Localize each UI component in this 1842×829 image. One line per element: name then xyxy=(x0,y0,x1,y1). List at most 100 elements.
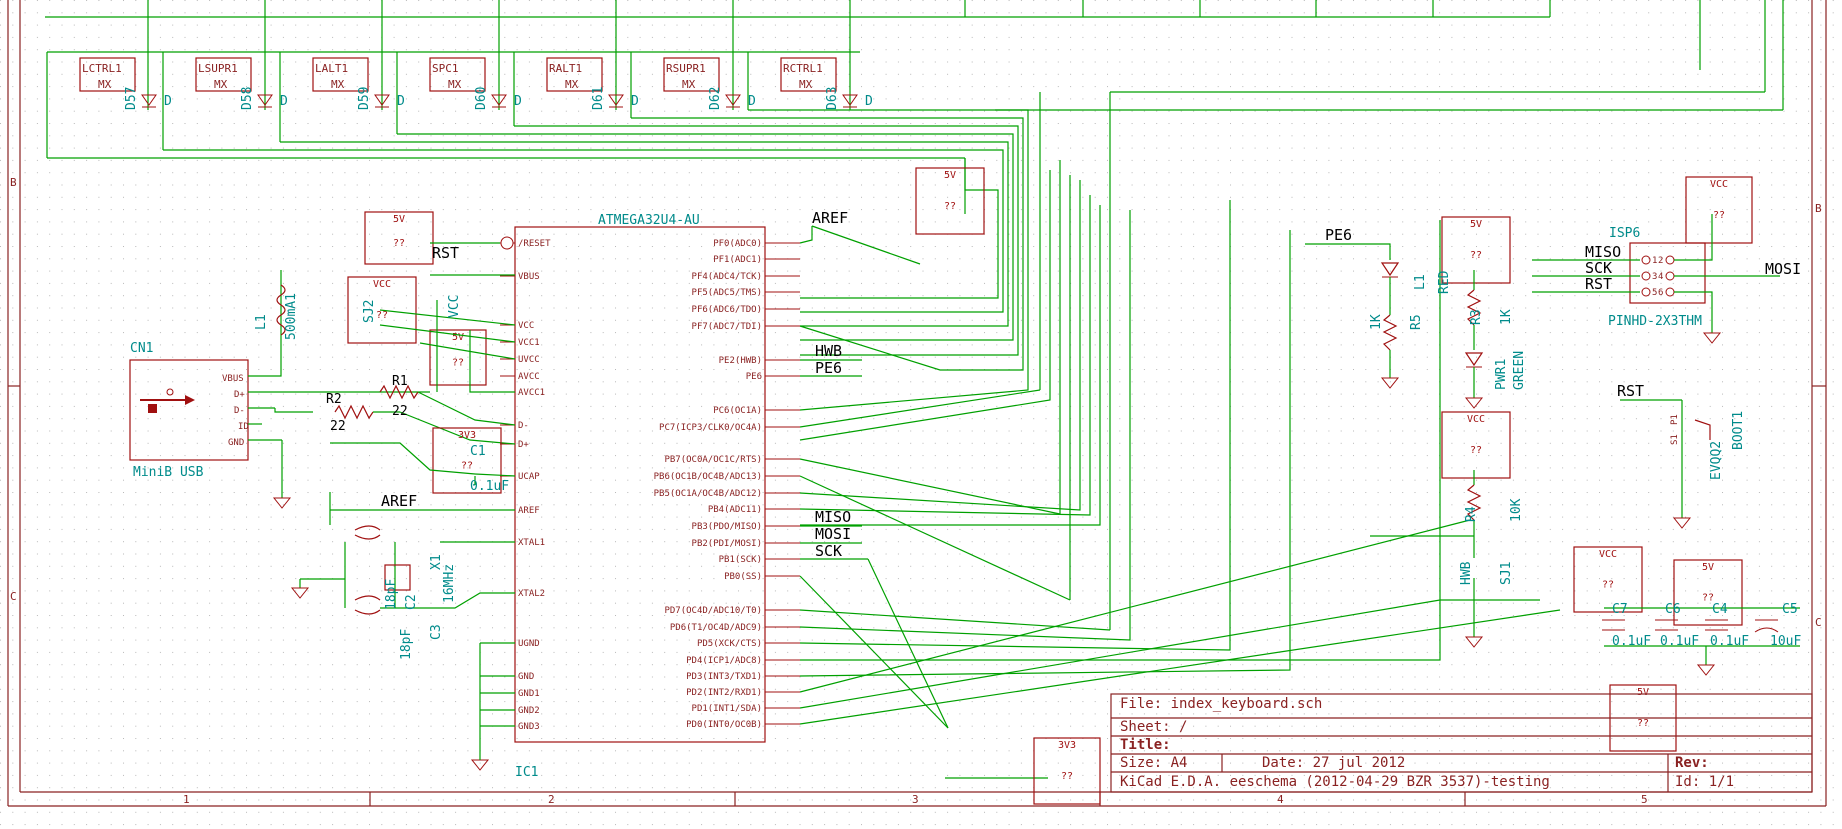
diode-symbol xyxy=(491,94,507,106)
key-name: RCTRL1 xyxy=(783,62,823,75)
chip-left-pin-label: XTAL2 xyxy=(518,589,545,599)
isp-pin-6: 6 xyxy=(1658,288,1663,298)
chip-left-pin-label: UCAP xyxy=(518,472,540,482)
net-label-isp-sck: SCK xyxy=(1585,259,1612,277)
key-name: LALT1 xyxy=(315,62,348,75)
power-symbol-box xyxy=(364,211,434,265)
led-pwr-circuit: R3 1K PWR1 GREEN xyxy=(1464,270,1527,409)
c5-ref: C5 xyxy=(1782,602,1798,617)
chip-right-pin-label: PD2(INT2/RXD1) xyxy=(686,688,762,698)
usb-ref: CN1 xyxy=(130,341,153,356)
net-label-aref-left: AREF xyxy=(381,492,417,510)
power-symbol-box xyxy=(429,329,487,386)
boot-switch: RST S1 P1 EVQQ2 BOOT1 xyxy=(1617,382,1746,529)
net-label-pe6: PE6 xyxy=(815,359,842,377)
chip-left-pin-label: UVCC xyxy=(518,355,540,365)
usb-pin-dplus: D+ xyxy=(234,390,245,400)
isp-pin-4: 4 xyxy=(1658,272,1663,282)
diode-symbol xyxy=(374,94,390,106)
boot-pin-p1: P1 xyxy=(1670,414,1680,425)
power-symbol-box xyxy=(432,427,502,494)
chip-right-pin-label: PB6(OC1B/OC4B/ADC13) xyxy=(654,472,762,482)
power-tag: 5V xyxy=(393,214,405,225)
chip-left-pin-label: GND3 xyxy=(518,722,540,732)
power-tag: 5V xyxy=(1470,219,1482,230)
usb-pin-vbus: VBUS xyxy=(222,374,244,384)
net-label-miso: MISO xyxy=(815,508,851,526)
chip-right-pin-label: PF1(ADC1) xyxy=(713,255,762,265)
net-label-rst: RST xyxy=(432,244,459,262)
decoupling-caps: C7 0.1uF C6 0.1uF C4 0.1uF C5 10uF xyxy=(1602,602,1801,676)
c3-value: 18pF xyxy=(399,629,414,660)
power-tag: VCC xyxy=(1599,549,1617,560)
chip-left-pin-label: AREF xyxy=(518,506,540,516)
chip-right-pin-label: PB5(OC1A/OC4B/ADC12) xyxy=(654,489,762,499)
key-name: RALT1 xyxy=(549,62,582,75)
r2-ref: R2 xyxy=(326,392,342,407)
key-name: LCTRL1 xyxy=(82,62,122,75)
diode-symbol xyxy=(141,94,157,106)
key-switch xyxy=(663,57,720,92)
key-name: SPC1 xyxy=(432,62,459,75)
fuse-value: 500mA1 xyxy=(284,293,299,340)
zone-letter-b-right: B xyxy=(1815,202,1822,215)
diode-ref: D60 xyxy=(474,87,489,110)
isp-pin-3: 3 xyxy=(1652,272,1657,282)
chip-net-labels: HWB PE6 MISO MOSI SCK AREF xyxy=(799,209,1048,779)
r5-ref: R5 xyxy=(1409,314,1424,330)
power-unknown-glyph: ?? xyxy=(1602,580,1614,591)
diode-ref: D58 xyxy=(240,87,255,110)
crystal-circuit: C2 18pF C3 18pF 16MHz X1 xyxy=(354,525,457,660)
chip-left-pin-label: AVCC1 xyxy=(518,388,545,398)
chip-left-pin-label: VBUS xyxy=(518,272,540,282)
power-unknown-glyph: ?? xyxy=(1061,771,1073,782)
power-tag: 5V xyxy=(452,332,464,343)
chip-right-pin-label: PF0(ADC0) xyxy=(713,239,762,249)
chip-left-pin-label: VCC xyxy=(518,321,534,331)
power-unknown-glyph: ?? xyxy=(1637,718,1649,729)
net-label-mosi: MOSI xyxy=(815,525,851,543)
power-tag: VCC xyxy=(1467,414,1485,425)
key-sub: MX xyxy=(98,78,112,91)
tb-size: Size: A4 xyxy=(1120,755,1187,771)
chip-right-pin-label: PC7(ICP3/CLK0/OC4A) xyxy=(659,423,762,433)
sheet-frame: B C B C 1 2 3 4 5 xyxy=(7,0,1827,807)
power-symbol-box xyxy=(1441,411,1511,479)
led1-color: RED xyxy=(1437,270,1452,294)
chip-right-pin-label: PE6 xyxy=(746,372,762,382)
power-tag: 3V3 xyxy=(1058,740,1076,751)
fuse-l1: L1 500mA1 xyxy=(254,284,299,340)
power-symbol-box xyxy=(1673,559,1743,626)
zone-number-1: 1 xyxy=(183,793,190,806)
bus-bundle xyxy=(799,109,1561,725)
power-symbol-box xyxy=(1441,216,1511,284)
isp-ref: ISP6 xyxy=(1609,226,1640,241)
matrix-wiring xyxy=(45,0,1784,630)
sj2-ref: SJ2 xyxy=(362,300,377,323)
diode-pin: D xyxy=(280,94,288,109)
key-switch xyxy=(312,57,369,92)
diode-ref: D62 xyxy=(708,87,723,110)
chip-left-pin-label: VCC1 xyxy=(518,338,540,348)
chip-right-pin-label: PB3(PDO/MISO) xyxy=(692,522,762,532)
power-unknown-glyph: ?? xyxy=(944,201,956,212)
chip-right-pin-label: PE2(HWB) xyxy=(719,356,762,366)
boot-part: EVQQ2 xyxy=(1709,441,1724,480)
power-unknown-glyph: ?? xyxy=(376,310,388,321)
diode-pin: D xyxy=(164,94,172,109)
diode-symbol xyxy=(842,94,858,106)
zone-letter-c-left: C xyxy=(10,590,17,603)
c5-value: 10uF xyxy=(1770,634,1801,649)
power-symbol-box xyxy=(1573,546,1643,613)
r3-ref: R3 xyxy=(1469,309,1484,325)
chip-left-pin-label: GND xyxy=(518,672,534,682)
r4-value: 10K xyxy=(1509,498,1524,522)
diode-ref: D57 xyxy=(124,87,139,110)
power-symbol-box xyxy=(1033,737,1101,805)
chip-right-pin-label: PB4(ADC11) xyxy=(708,505,762,515)
net-label-aref-top: AREF xyxy=(812,209,848,227)
key-sub: MX xyxy=(799,78,813,91)
fuse-ref: L1 xyxy=(254,314,269,330)
